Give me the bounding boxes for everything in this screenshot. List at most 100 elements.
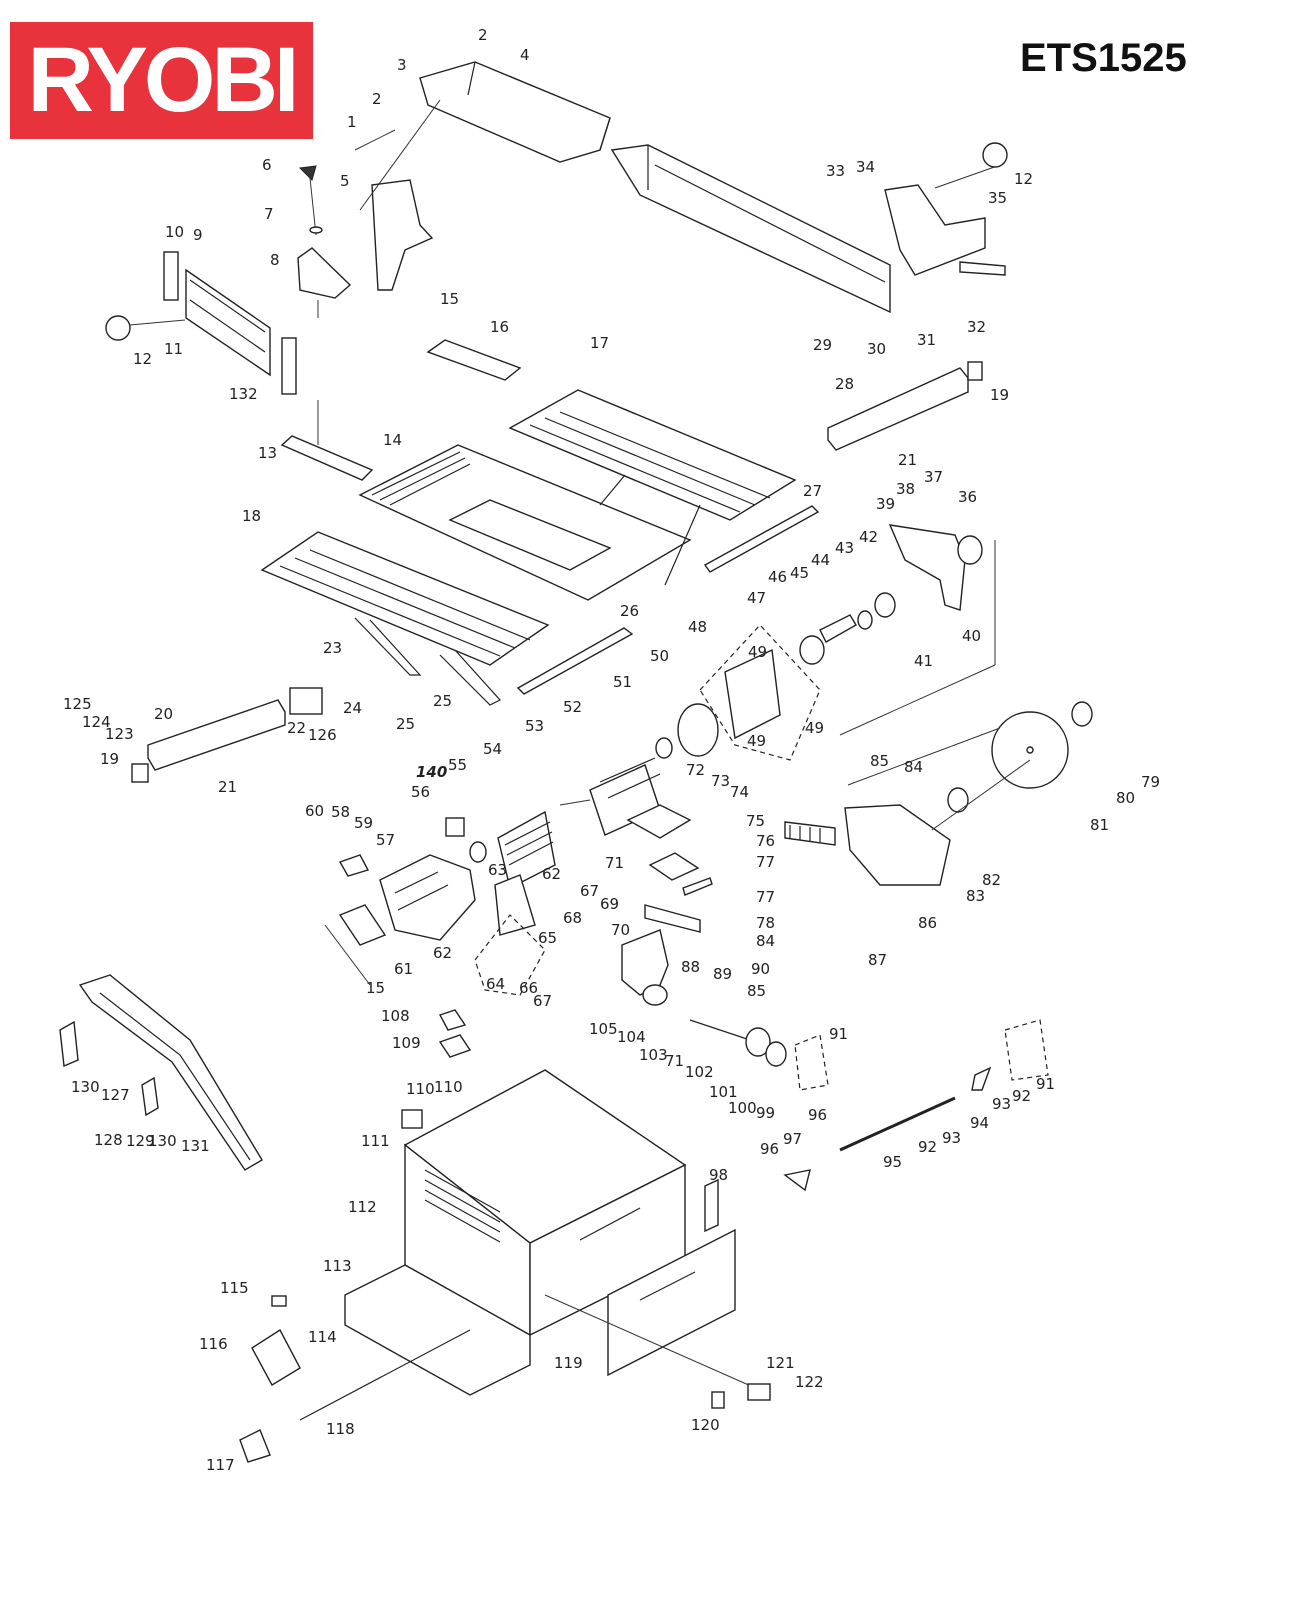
part-label-81: 81: [1090, 816, 1109, 834]
part-label-62: 62: [542, 865, 561, 883]
part-label-114: 114: [308, 1328, 337, 1346]
part-label-112: 112: [348, 1198, 377, 1216]
part-label-84: 84: [904, 758, 923, 776]
part-label-27: 27: [803, 482, 822, 500]
part-label-92: 92: [918, 1138, 937, 1156]
part-label-63: 63: [488, 861, 507, 879]
main-table: [317, 400, 692, 601]
part-label-31: 31: [917, 331, 936, 349]
part-label-9: 9: [193, 226, 203, 244]
part-label-52: 52: [563, 698, 582, 716]
part-label-66: 66: [519, 979, 538, 997]
part-label-12: 12: [133, 350, 152, 368]
brand-logo: [10, 22, 313, 139]
part-label-22: 22: [287, 719, 306, 737]
part-label-21: 21: [218, 778, 237, 796]
part-label-2: 2: [478, 26, 488, 44]
part-label-19: 19: [100, 750, 119, 768]
part-label-70: 70: [611, 921, 630, 939]
part-label-98: 98: [709, 1166, 728, 1184]
part-label-51: 51: [613, 673, 632, 691]
part-19-right: [967, 361, 983, 381]
part-label-23: 23: [323, 639, 342, 657]
part-label-88: 88: [681, 958, 700, 976]
part-label-93: 93: [992, 1095, 1011, 1113]
part-label-77: 77: [756, 853, 775, 871]
part-label-74: 74: [730, 783, 749, 801]
part-61: [338, 904, 387, 946]
part-label-14: 14: [383, 431, 402, 449]
part-label-90: 90: [751, 960, 770, 978]
part-label-6: 6: [262, 156, 272, 174]
part-label-78: 78: [756, 914, 775, 932]
part-label-104: 104: [617, 1028, 646, 1046]
part-label-8: 8: [270, 251, 280, 269]
brand-logo-text: RYOBI: [27, 29, 300, 131]
part-label-50: 50: [650, 647, 669, 665]
part-label-91: 91: [1036, 1075, 1055, 1093]
extension-table-left: [260, 531, 550, 706]
part-label-85: 85: [747, 982, 766, 1000]
part-label-87: 87: [868, 951, 887, 969]
part-label-57: 57: [376, 831, 395, 849]
part-label-120: 120: [691, 1416, 720, 1434]
part-label-67: 67: [580, 882, 599, 900]
part-label-113: 113: [323, 1257, 352, 1275]
drive-train: [699, 524, 996, 761]
saw-blade-assembly: [784, 701, 1093, 886]
part-label-59: 59: [354, 814, 373, 832]
part-label-55: 55: [448, 756, 467, 774]
part-label-131: 131: [181, 1137, 210, 1155]
rip-fence-left: [105, 251, 271, 377]
part-label-49: 49: [805, 719, 824, 737]
part-label-37: 37: [924, 468, 943, 486]
part-label-122: 122: [795, 1373, 824, 1391]
part-label-77: 77: [756, 888, 775, 906]
part-label-129: 129: [126, 1132, 155, 1150]
part-label-60: 60: [305, 802, 324, 820]
rip-fence-right: [610, 142, 1008, 314]
part-label-13: 13: [258, 444, 277, 462]
carry-handle: [59, 974, 263, 1171]
part-label-102: 102: [685, 1063, 714, 1081]
riving-parts: [297, 165, 352, 318]
part-label-105: 105: [589, 1020, 618, 1038]
part-label-93: 93: [942, 1129, 961, 1147]
part-label-127: 127: [101, 1086, 130, 1104]
part-label-3: 3: [397, 56, 407, 74]
rail-28: [703, 505, 820, 573]
part-label-92: 92: [1012, 1087, 1031, 1105]
part-label-48: 48: [688, 618, 707, 636]
part-label-28: 28: [835, 375, 854, 393]
part-label-121: 121: [766, 1354, 795, 1372]
part-label-97: 97: [783, 1130, 802, 1148]
part-label-21: 21: [898, 451, 917, 469]
blade-guard: [354, 61, 611, 291]
part-label-84: 84: [756, 932, 775, 950]
part-label-33: 33: [826, 162, 845, 180]
extension-table-right: [508, 389, 797, 586]
part-label-96: 96: [760, 1140, 779, 1158]
part-29: [827, 367, 969, 451]
part-label-25: 25: [396, 715, 415, 733]
part-label-140: 140: [416, 763, 447, 781]
part-label-29: 29: [813, 336, 832, 354]
part-label-108: 108: [381, 1007, 410, 1025]
part-label-80: 80: [1116, 789, 1135, 807]
switch-panel: [544, 1228, 771, 1409]
part-label-5: 5: [340, 172, 350, 190]
part-label-15: 15: [440, 290, 459, 308]
part-label-39: 39: [876, 495, 895, 513]
bracket-parts: [401, 1009, 472, 1129]
part-label-128: 128: [94, 1131, 123, 1149]
part-label-56: 56: [411, 783, 430, 801]
part-label-125: 125: [63, 695, 92, 713]
part-label-96: 96: [808, 1106, 827, 1124]
part-label-101: 101: [709, 1083, 738, 1101]
part-label-76: 76: [756, 832, 775, 850]
part-label-91: 91: [829, 1025, 848, 1043]
part-label-72: 72: [686, 761, 705, 779]
part-label-15: 15: [366, 979, 385, 997]
